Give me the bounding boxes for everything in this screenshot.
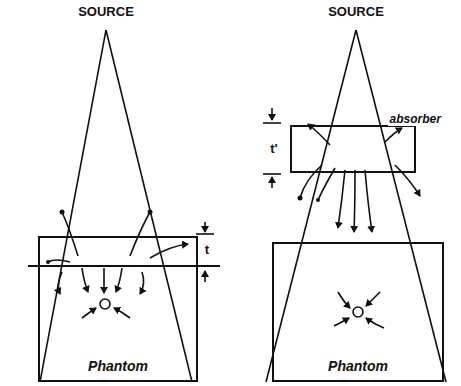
phantom-box: Phantom	[272, 242, 444, 382]
thickness-label: t	[205, 242, 209, 257]
absorber-slab: absorber	[290, 125, 416, 173]
absorber-label: absorber	[388, 112, 443, 126]
thickness-label: t'	[270, 141, 277, 156]
phantom-label: Phantom	[88, 358, 148, 374]
source-label: SOURCE	[328, 4, 384, 19]
phantom-box: Phantom	[38, 236, 198, 382]
phantom-label: Phantom	[328, 358, 388, 374]
source-label: SOURCE	[78, 4, 134, 19]
